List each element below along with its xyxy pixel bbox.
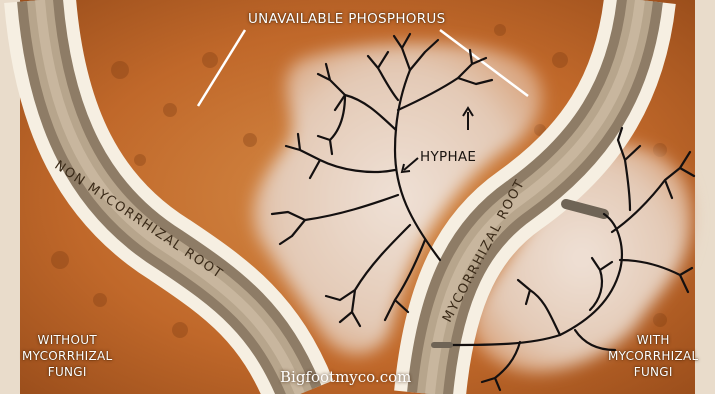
with-line-2: MYCORRHIZAL (608, 348, 699, 364)
with-line-1: WITH (608, 332, 699, 348)
with-line-3: FUNGI (608, 364, 699, 380)
without-line-2: MYCORRHIZAL (22, 348, 113, 364)
without-line-1: WITHOUT (22, 332, 113, 348)
without-fungi-caption: WITHOUT MYCORRHIZAL FUNGI (22, 332, 113, 381)
hyphae-label: HYPHAE (420, 150, 476, 166)
phosphorus-label: UNAVAILABLE PHOSPHORUS (248, 12, 445, 28)
website-watermark: Bigfootmyco.com (280, 368, 411, 386)
with-fungi-caption: WITH MYCORRHIZAL FUNGI (608, 332, 699, 381)
without-line-3: FUNGI (22, 364, 113, 380)
